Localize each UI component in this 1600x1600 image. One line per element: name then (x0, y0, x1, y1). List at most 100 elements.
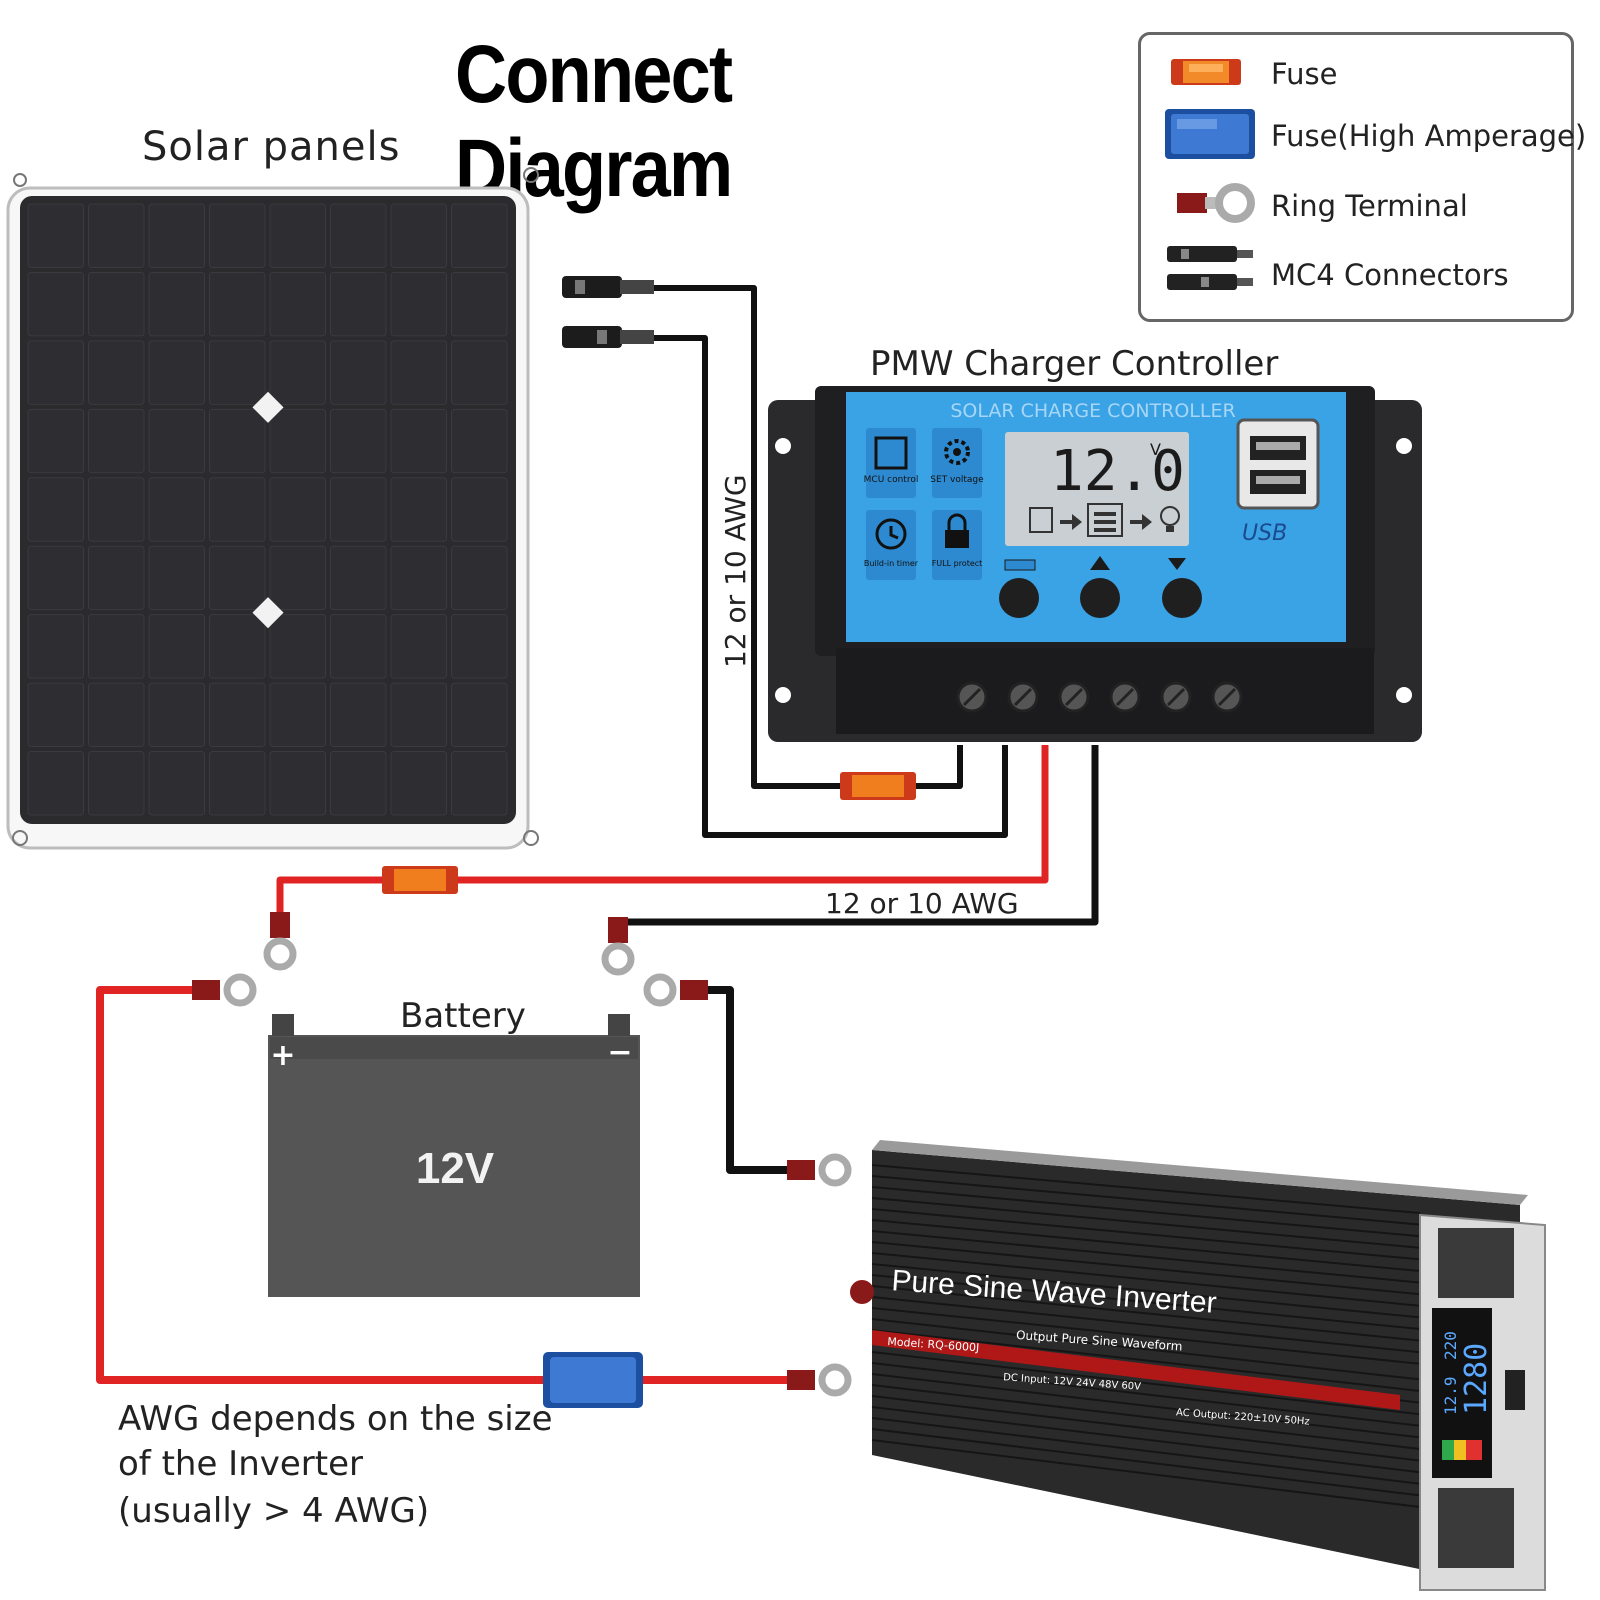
ring-terminals (192, 912, 852, 1397)
solar-cell (27, 203, 84, 268)
solar-cell (269, 751, 326, 816)
solar-cell (451, 614, 508, 679)
solar-cell (27, 477, 84, 542)
inverter-power-switch[interactable] (1505, 1370, 1525, 1410)
inverter-model: Model: RQ-6000J (887, 1335, 980, 1354)
inverter-display-power: 1280 (1459, 1343, 1494, 1415)
usb-ports (1236, 418, 1320, 510)
ring-terminal (192, 973, 257, 1007)
solar-cell (451, 340, 508, 405)
solar-cell (209, 614, 266, 679)
solar-cell (27, 751, 84, 816)
solar-panel (6, 167, 539, 850)
controller-icon-label-timer: Build-in timer (864, 559, 919, 568)
controller-lcd-value: 12.0 (1050, 439, 1185, 504)
solar-cell (27, 271, 84, 337)
controller-header: SOLAR CHARGE CONTROLLER (950, 400, 1235, 422)
solar-cell (390, 477, 447, 542)
solar-cell (209, 682, 266, 748)
controller-icon-label-mcu: MCU control (864, 475, 919, 485)
wire-gauge-label-vertical: 12 or 10 AWG (719, 474, 752, 668)
solar-cell (27, 614, 84, 679)
ring-terminal (643, 973, 708, 1007)
wire-battery-inverter-negative (700, 986, 790, 1174)
solar-cell (451, 751, 508, 816)
wires (96, 285, 1099, 1384)
controller-button-down[interactable] (1162, 578, 1202, 618)
solar-cell (269, 545, 326, 611)
wire-solar-negative (650, 335, 1008, 838)
solar-cell (269, 203, 326, 268)
solar-cell (390, 751, 447, 816)
solar-cell (330, 614, 387, 679)
solar-cell (390, 340, 447, 405)
ring-terminal (601, 917, 635, 976)
solar-cell (209, 545, 266, 611)
ring-terminal (787, 1363, 852, 1397)
legend-item-mc4: MC4 Connectors (1141, 240, 1571, 300)
ring-terminal (787, 1153, 852, 1187)
cell-junction (252, 597, 284, 629)
controller-icon-label-protect: FULL protect (932, 559, 983, 568)
solar-cell (209, 477, 266, 542)
solar-cell (148, 203, 205, 268)
solar-cell (88, 408, 145, 474)
battery-negative-symbol: − (607, 1035, 632, 1070)
solar-cell (269, 682, 326, 748)
solar-cell (148, 614, 205, 679)
battery-voltage: 12V (416, 1144, 495, 1193)
solar-cell (148, 751, 205, 816)
legend-label-ring-terminal: Ring Terminal (1271, 189, 1468, 223)
solar-cell (390, 682, 447, 748)
controller-icon-label-set: SET voltage (930, 475, 984, 485)
battery-label: Battery (400, 996, 526, 1036)
solar-cell (88, 271, 145, 337)
mc4-connector-pair (562, 276, 654, 348)
solar-cell (209, 751, 266, 816)
solar-cell (390, 545, 447, 611)
controller-button-up[interactable] (1080, 578, 1120, 618)
solar-cell (27, 545, 84, 611)
solar-cell (148, 682, 205, 748)
fuse-solar-line (840, 772, 916, 800)
fuse-high-amperage-inverter-line (543, 1352, 643, 1408)
inverter-display-voltage: 12.9 (1441, 1376, 1460, 1415)
solar-cell (269, 271, 326, 337)
solar-cell (27, 340, 84, 405)
solar-cell (88, 340, 145, 405)
battery: + − 12V (268, 1014, 640, 1297)
solar-cell (27, 682, 84, 748)
wire-gauge-label-horizontal: 12 or 10 AWG (825, 887, 1019, 920)
solar-cell (88, 545, 145, 611)
solar-cell (209, 408, 266, 474)
controller-icon-mcu: MCU control (864, 428, 919, 498)
inverter-fins (871, 1164, 1421, 1508)
solar-cell (269, 477, 326, 542)
lock-icon (945, 530, 969, 548)
solar-cell (148, 477, 205, 542)
solar-cell-grid (27, 203, 508, 816)
solar-cell (148, 545, 205, 611)
ac-outlet-top (1438, 1228, 1514, 1298)
solar-cell (148, 271, 205, 337)
legend-item-fuse-high: Fuse(High Amperage) (1141, 105, 1586, 165)
legend-item-fuse: Fuse (1141, 45, 1571, 105)
controller-button-menu[interactable] (999, 578, 1039, 618)
legend-label-mc4: MC4 Connectors (1271, 258, 1509, 292)
solar-cell (390, 203, 447, 268)
controller-icon-protect: FULL protect (932, 510, 983, 580)
solar-cell (390, 408, 447, 474)
solar-cell (269, 614, 326, 679)
solar-cell (330, 477, 387, 542)
controller-icon-timer: Build-in timer (864, 510, 919, 580)
ac-outlet-bottom (1438, 1488, 1514, 1568)
gear-icon (944, 439, 970, 465)
solar-cell (88, 203, 145, 268)
solar-cell (27, 408, 84, 474)
solar-cell (88, 751, 145, 816)
controller-icon-set: SET voltage (930, 428, 984, 498)
solar-cell (269, 408, 326, 474)
solar-panels-label: Solar panels (142, 124, 400, 170)
inverter-display-ac: 220 (1441, 1331, 1460, 1360)
wire-solar-positive (650, 285, 963, 789)
